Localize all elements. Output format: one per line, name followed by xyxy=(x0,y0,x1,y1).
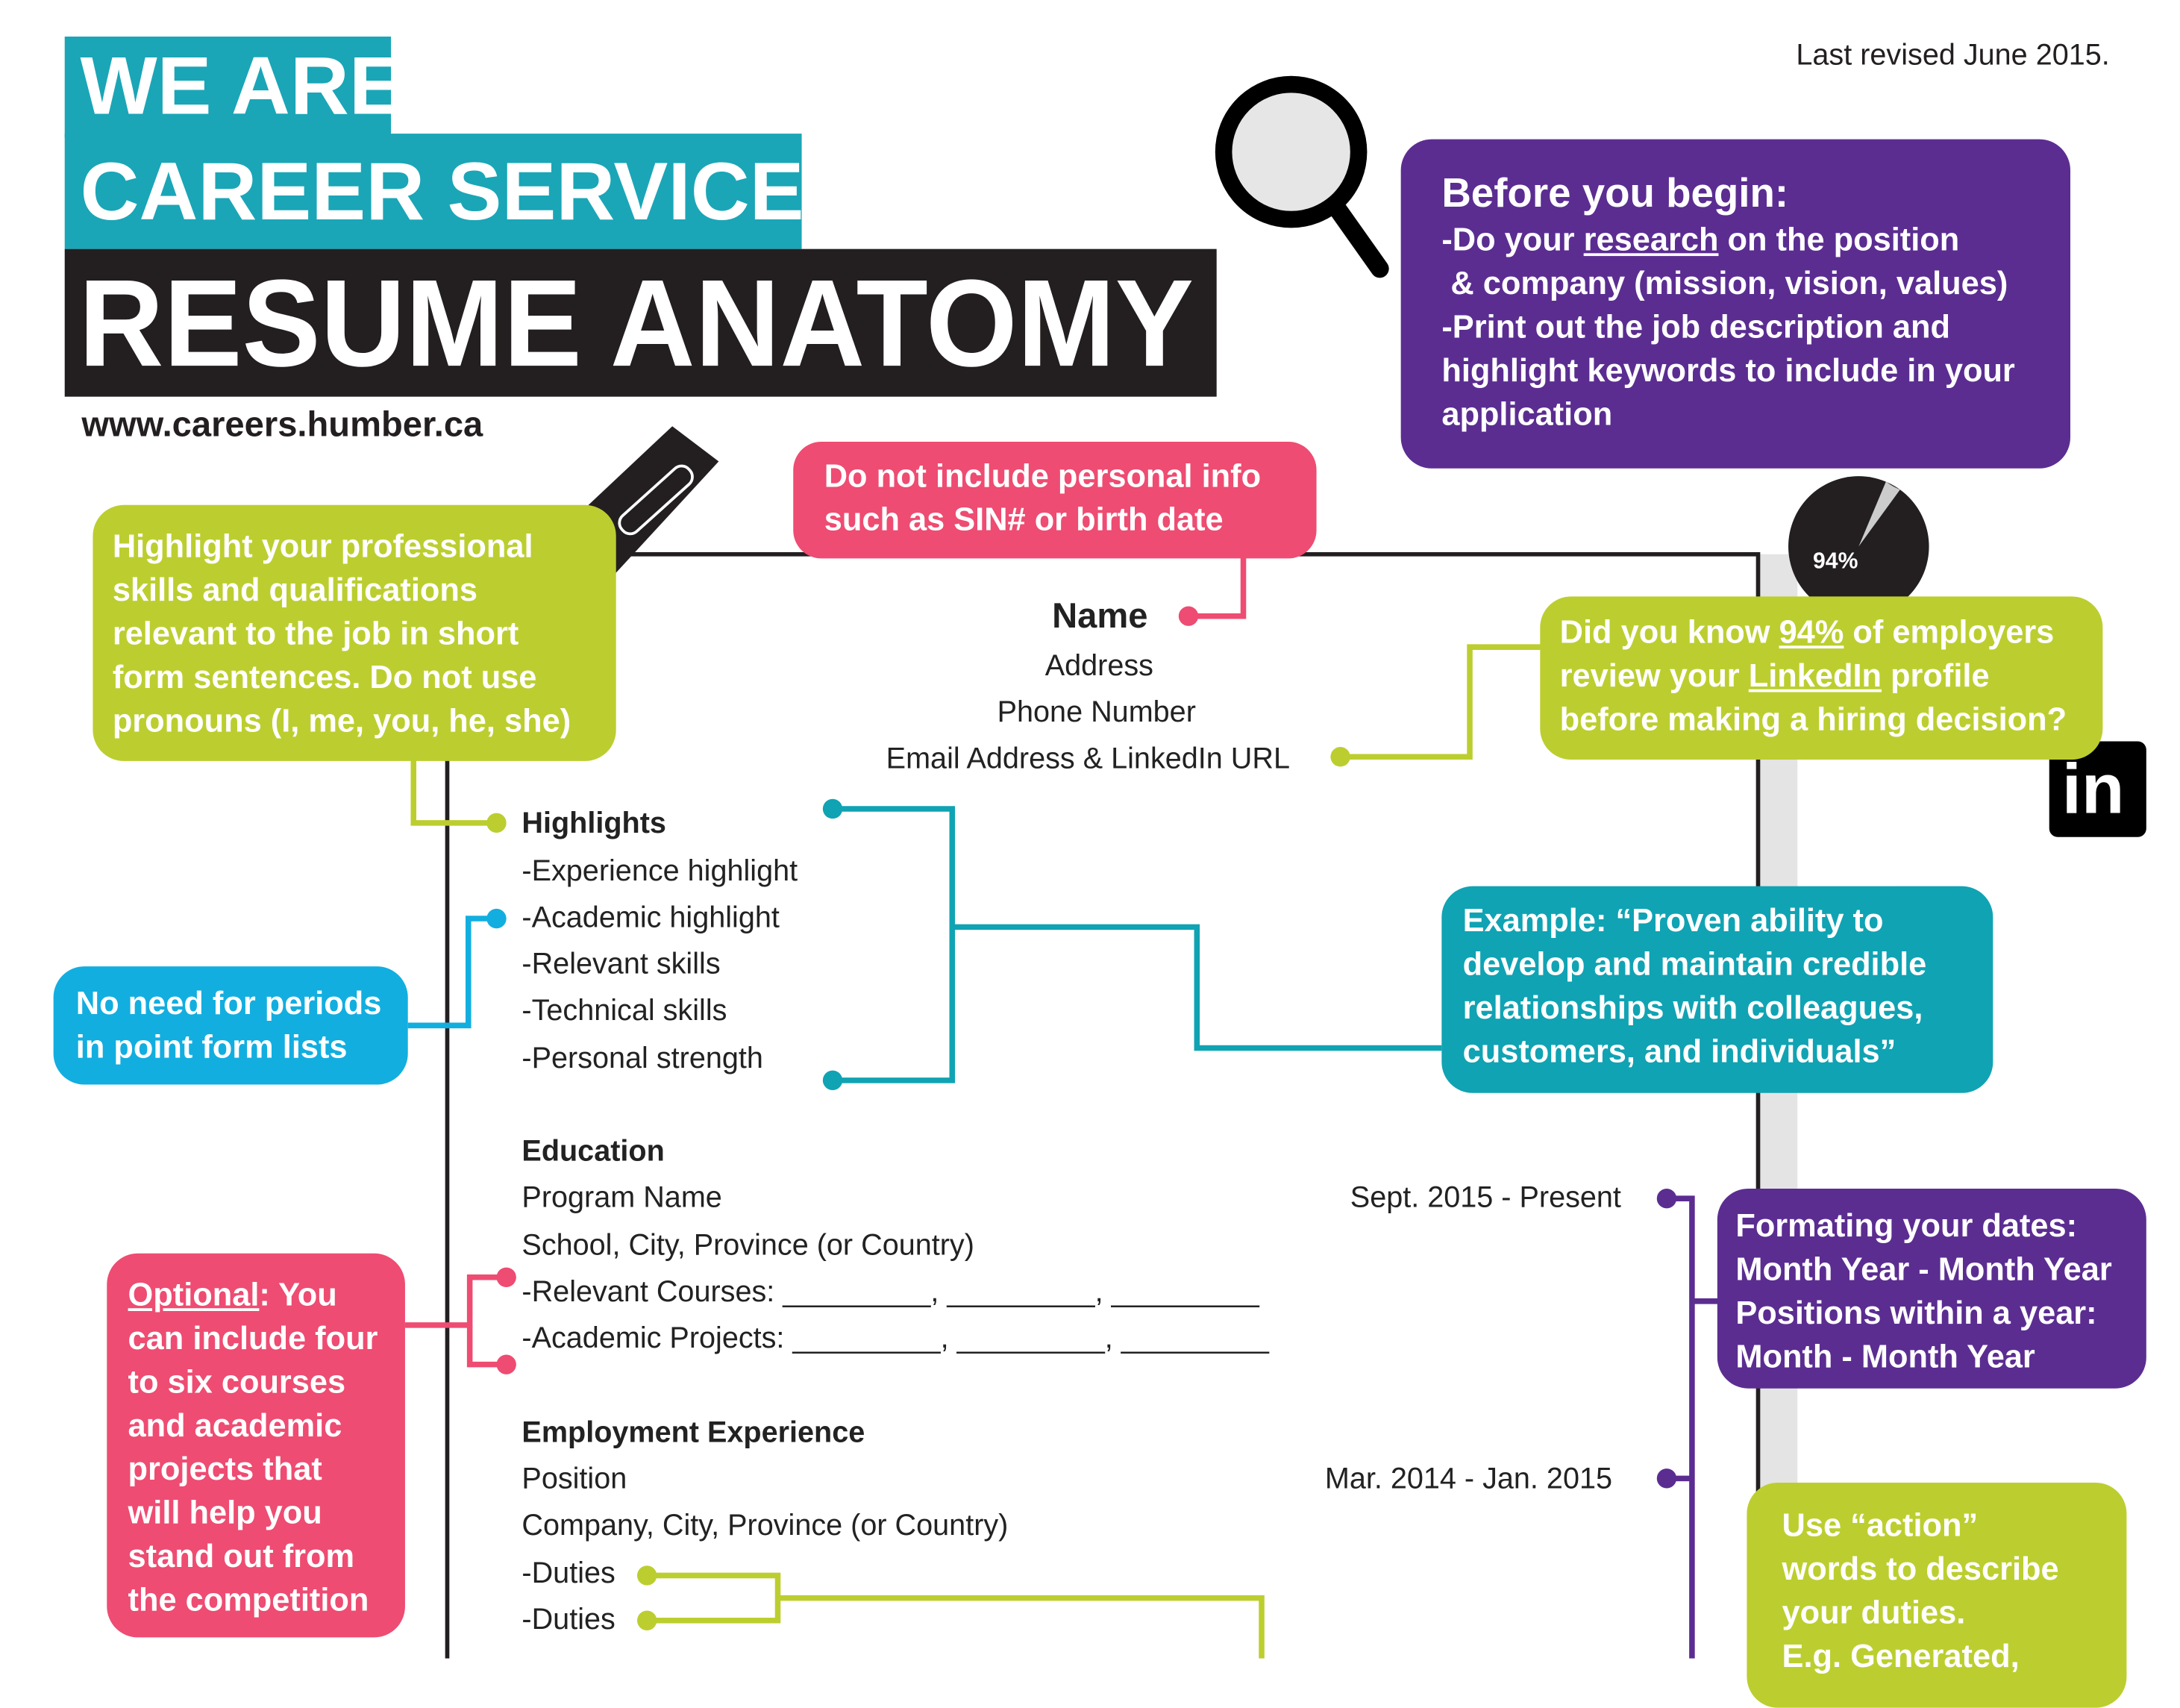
page-title: RESUME ANATOMY xyxy=(78,253,1194,392)
action-line-2: words to describe xyxy=(1782,1550,2059,1587)
before-line-3: -Print out the job description and xyxy=(1441,307,1951,345)
highlight-item: -Academic highlight xyxy=(521,901,780,934)
education-courses: -Relevant Courses: _________, _________,… xyxy=(521,1275,1259,1309)
revised-date: Last revised June 2015. xyxy=(1796,39,2110,72)
optional-line-4: and academic xyxy=(128,1407,342,1444)
linkedin-line-2: review your LinkedIn profile xyxy=(1560,654,2103,698)
optional-line-6: will help you xyxy=(128,1494,322,1531)
optional-line-2: can include four xyxy=(128,1319,378,1357)
periods-line-2: in point form lists xyxy=(75,1028,348,1066)
header-career-services: CAREER SERVICES xyxy=(80,146,859,238)
magnifying-glass-icon xyxy=(1215,75,1389,278)
example-line-4: customers, and individuals” xyxy=(1462,1032,1896,1069)
resume-address: Address xyxy=(1044,649,1153,683)
linkedin-icon-label: in xyxy=(2061,749,2125,829)
resume-email: Email Address & LinkedIn URL xyxy=(886,742,1290,775)
example-line-2: develop and maintain credible xyxy=(1462,945,1927,982)
highlight-line-5: pronouns (I, me, you, he, she) xyxy=(112,701,571,739)
action-line-4: E.g. Generated, xyxy=(1782,1637,2020,1674)
example-line-3: relationships with colleagues, xyxy=(1462,989,1923,1026)
highlight-line-2: skills and qualifications xyxy=(112,571,477,608)
before-line-4: highlight keywords to include in your xyxy=(1441,351,2015,389)
employment-date: Mar. 2014 - Jan. 2015 xyxy=(1324,1463,1613,1495)
action-line-1: Use “action” xyxy=(1782,1507,1979,1544)
optional-courses-callout: Optional: You can include four to six co… xyxy=(107,1253,405,1638)
before-line-1c: on the position xyxy=(1718,220,1960,257)
highlights-heading: Highlights xyxy=(521,807,666,840)
pie-label: 94% xyxy=(1813,550,1858,575)
highlight-item: -Personal strength xyxy=(521,1042,763,1075)
before-line-5: application xyxy=(1441,395,1613,432)
employment-position: Position xyxy=(521,1463,627,1495)
employment-duty: -Duties xyxy=(521,1604,616,1636)
optional-line-7: stand out from xyxy=(128,1537,355,1574)
dates-line-1: Formating your dates: xyxy=(1735,1207,2078,1244)
highlight-line-4: form sentences. Do not use xyxy=(112,658,537,695)
header-teal-box-bottom xyxy=(64,134,802,249)
example-callout: Example: “Proven ability to develop and … xyxy=(1441,886,1993,1093)
optional-line-8: the competition xyxy=(128,1580,369,1618)
website-link[interactable]: www.careers.humber.ca xyxy=(81,404,483,445)
highlight-item: -Technical skills xyxy=(521,994,727,1027)
linkedin-link[interactable]: LinkedIn xyxy=(1748,657,1882,694)
linkedin-line-1a: Did you know xyxy=(1559,613,1779,650)
before-title: Before you begin: xyxy=(1441,171,1789,217)
dates-line-3: Positions within a year: xyxy=(1735,1294,2097,1331)
highlight-line-3: relevant to the job in short xyxy=(112,614,519,651)
education-program: Program Name xyxy=(521,1181,722,1214)
highlight-item: -Relevant skills xyxy=(521,948,721,980)
before-you-begin-callout: Before you begin: -Do your research on t… xyxy=(1400,139,2071,469)
employment-duty: -Duties xyxy=(521,1557,616,1590)
education-projects: -Academic Projects: _________, _________… xyxy=(521,1322,1269,1355)
linkedin-icon[interactable]: in xyxy=(2049,741,2146,837)
education-date: Sept. 2015 - Present xyxy=(1350,1181,1621,1214)
optional-link: Optional xyxy=(128,1275,260,1313)
personal-line-2: such as SIN# or birth date xyxy=(824,501,1224,538)
education-heading: Education xyxy=(521,1135,665,1168)
personal-line-1: Do not include personal info xyxy=(824,457,1262,494)
header-we-are: WE ARE xyxy=(80,40,404,133)
optional-line-1: Optional: You xyxy=(128,1273,405,1316)
resume-phone: Phone Number xyxy=(997,696,1196,729)
highlight-line-1: Highlight your professional xyxy=(112,527,533,564)
periods-line-1: No need for periods xyxy=(75,984,382,1022)
dates-line-2: Month Year - Month Year xyxy=(1735,1250,2112,1287)
before-line-1a: -Do your xyxy=(1441,220,1584,257)
employment-heading: Employment Experience xyxy=(521,1416,865,1449)
highlight-skills-callout: Highlight your professional skills and q… xyxy=(93,504,616,761)
linkedin-line-2c: profile xyxy=(1882,657,1990,694)
employment-company: Company, City, Province (or Country) xyxy=(521,1509,1009,1542)
example-line-1: Example: “Proven ability to xyxy=(1462,901,1884,939)
optional-line-5: projects that xyxy=(128,1450,322,1487)
linkedin-line-1: Did you know 94% of employers xyxy=(1560,610,2103,654)
no-periods-callout: No need for periods in point form lists xyxy=(53,966,408,1085)
stat-link-94[interactable]: 94% xyxy=(1779,613,1844,650)
action-line-3: your duties. xyxy=(1782,1593,1966,1630)
linkedin-stat-callout: Did you know 94% of employers review you… xyxy=(1540,596,2103,760)
research-link[interactable]: research xyxy=(1583,220,1719,257)
resume-name: Name xyxy=(1052,596,1148,636)
linkedin-line-3: before making a hiring decision? xyxy=(1559,700,2067,737)
pie-chart-94-icon xyxy=(1788,476,1929,617)
education-school: School, City, Province (or Country) xyxy=(521,1229,974,1263)
resume-anatomy-infographic: WE ARE CAREER SERVICES RESUME ANATOMY ww… xyxy=(53,37,2146,1708)
before-line-2: & company (mission, vision, values) xyxy=(1441,264,2008,301)
header-teal-box-top xyxy=(64,37,392,138)
date-format-callout: Formating your dates: Month Year - Month… xyxy=(1717,1188,2146,1389)
highlight-item: -Experience highlight xyxy=(521,855,798,888)
optional-line-3: to six courses xyxy=(128,1363,346,1400)
linkedin-line-1c: of employers xyxy=(1844,613,2055,650)
optional-line-1b: : You xyxy=(259,1275,337,1313)
personal-info-callout: Do not include personal info such as SIN… xyxy=(793,441,1317,559)
before-line-1: -Do your research on the position xyxy=(1441,218,2070,261)
action-words-callout: Use “action” words to describe your duti… xyxy=(1747,1483,2127,1708)
linkedin-line-2a: review your xyxy=(1559,657,1749,694)
title-bar xyxy=(64,248,1217,397)
dates-line-4: Month - Month Year xyxy=(1735,1337,2035,1374)
